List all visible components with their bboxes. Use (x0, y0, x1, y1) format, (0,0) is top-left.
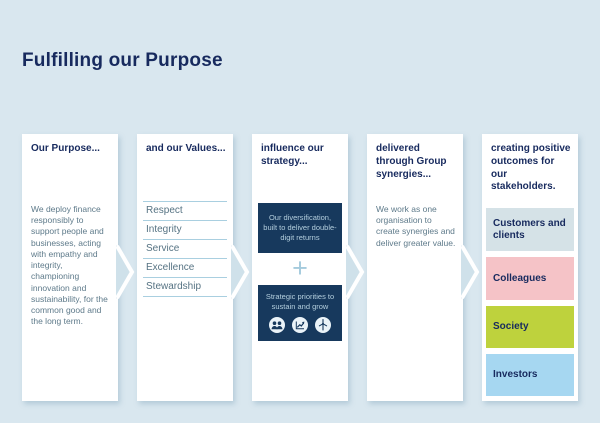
strategic-priorities-text: Strategic priorities to sustain and grow (265, 292, 335, 312)
value-item: Service (143, 239, 227, 258)
strategic-priorities-box: Strategic priorities to sustain and grow (258, 285, 342, 341)
stakeholder-society: Society (486, 306, 574, 348)
value-item: Stewardship (143, 277, 227, 297)
panel-synergies-heading: delivered through Group synergies... (376, 143, 447, 180)
value-item: Excellence (143, 258, 227, 277)
values-list: Respect Integrity Service Excellence Ste… (143, 201, 227, 297)
panel-stakeholders: creating positive outcomes for our stake… (482, 134, 578, 401)
priority-icons (262, 317, 338, 334)
plus-icon: + (292, 253, 308, 283)
stakeholder-colleagues: Colleagues (486, 257, 574, 300)
stakeholder-investors: Investors (486, 354, 574, 396)
panel-values: and our Values... Respect Integrity Serv… (137, 134, 250, 401)
panel-synergies-body: We work as one organisation to create sy… (376, 204, 456, 248)
wind-turbine-icon (315, 317, 331, 334)
flow-arrow-icon (116, 245, 135, 299)
flow-arrow-icon (461, 245, 480, 299)
value-item: Respect (143, 201, 227, 220)
panel-purpose-body: We deploy finance responsibly to support… (31, 204, 108, 327)
value-item: Integrity (143, 220, 227, 239)
flow-arrow-icon (346, 245, 365, 299)
panel-stakeholders-heading: creating positive outcomes for our stake… (491, 143, 571, 193)
panel-purpose: Our Purpose... We deploy finance respons… (22, 134, 135, 401)
panel-strategy-heading: influence our strategy... (261, 143, 324, 167)
diversification-text: Our diversification, built to deliver do… (263, 212, 337, 243)
stakeholder-customers: Customers and clients (486, 208, 574, 251)
people-icon (269, 317, 285, 334)
panel-strategy: influence our strategy... Our diversific… (252, 134, 365, 401)
panel-values-heading: and our Values... (146, 143, 226, 154)
flow-arrow-icon (231, 245, 250, 299)
panel-purpose-heading: Our Purpose... (31, 143, 100, 154)
panel-synergies: delivered through Group synergies... We … (367, 134, 480, 401)
flow-panels: Our Purpose... We deploy finance respons… (22, 134, 578, 401)
diversification-box: Our diversification, built to deliver do… (258, 203, 342, 253)
page-title: Fulfilling our Purpose (22, 50, 223, 71)
growth-chart-icon (292, 317, 308, 334)
